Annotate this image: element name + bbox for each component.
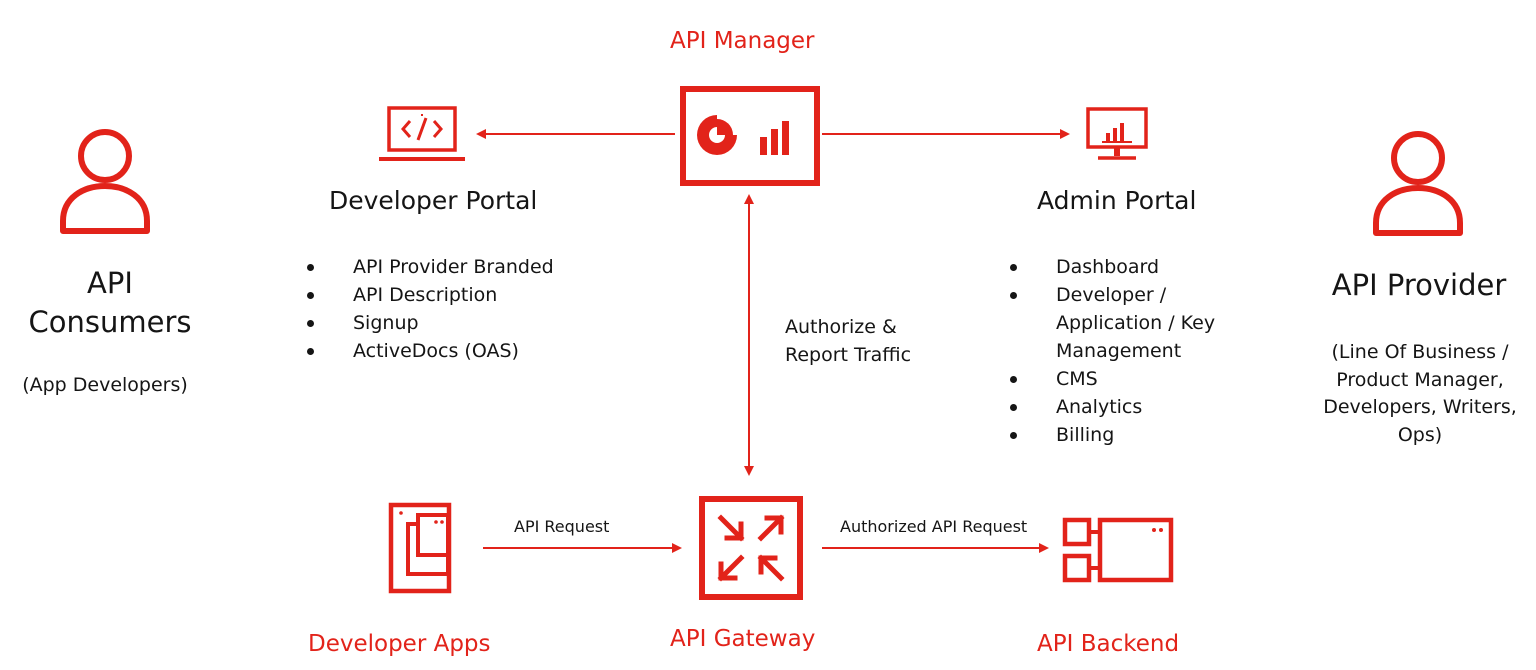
- api-consumers-title: API Consumers: [10, 264, 210, 342]
- list-item: Billing: [1004, 421, 1236, 449]
- developer-portal-feature-list: API Provider Branded API Description Sig…: [301, 253, 631, 365]
- consumer-user-icon: [60, 129, 150, 234]
- monitor-chart-icon: [1086, 107, 1148, 160]
- api-consumers-title-line2: Consumers: [28, 305, 192, 340]
- admin-portal-feature-list: Dashboard Developer / Application / Key …: [1004, 253, 1236, 449]
- authorized-api-request-label: Authorized API Request: [840, 517, 1028, 536]
- provider-user-icon: [1373, 131, 1463, 236]
- list-item: ActiveDocs (OAS): [301, 337, 631, 365]
- api-consumers-subtitle: (App Developers): [22, 374, 188, 396]
- list-item: Developer / Application / Key Management: [1004, 281, 1236, 365]
- list-item: Dashboard: [1004, 253, 1236, 281]
- code-laptop-icon: [379, 106, 465, 161]
- api-provider-subtitle: (Line Of Business / Product Manager, Dev…: [1323, 341, 1517, 446]
- list-item: Analytics: [1004, 393, 1236, 421]
- api-manager-title: API Manager: [670, 28, 815, 54]
- authorize-report-traffic-label: Authorize & Report Traffic: [785, 316, 912, 366]
- backend-server-icon: [1062, 517, 1174, 583]
- list-item: API Description: [301, 281, 631, 309]
- list-item: CMS: [1004, 365, 1236, 393]
- api-gateway-title: API Gateway: [670, 626, 816, 652]
- list-item: API Provider Branded: [301, 253, 631, 281]
- api-request-label: API Request: [514, 517, 610, 536]
- api-backend-title: API Backend: [1037, 631, 1180, 657]
- developer-apps-title: Developer Apps: [308, 631, 491, 657]
- api-provider-title: API Provider: [1331, 268, 1507, 302]
- gateway-arrows-icon: [699, 496, 803, 600]
- dashboard-chart-icon: [680, 86, 820, 186]
- list-item: Signup: [301, 309, 631, 337]
- developer-portal-title: Developer Portal: [329, 186, 538, 215]
- admin-portal-title: Admin Portal: [1037, 186, 1197, 215]
- api-consumers-title-line1: API: [87, 266, 133, 300]
- apps-stack-icon: [388, 502, 452, 594]
